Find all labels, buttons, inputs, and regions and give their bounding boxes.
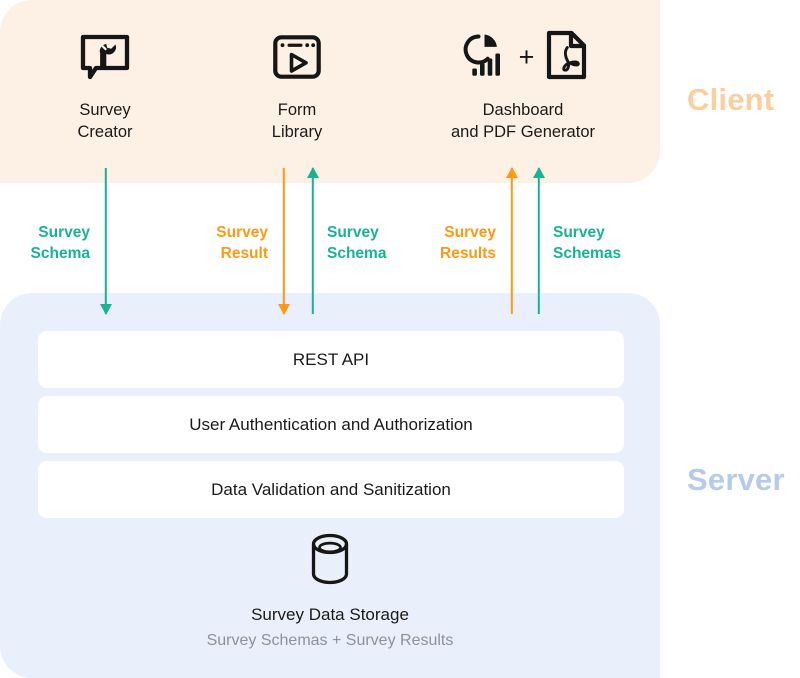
plus-connector: +: [518, 41, 535, 72]
server-card-label: Data Validation and Sanitization: [211, 479, 451, 499]
flow-label-survey-result-down: Survey Result: [216, 224, 268, 262]
client-node-label: Survey Creator: [77, 101, 133, 141]
flow-arrow-survey-schema-up: [307, 167, 319, 314]
storage-title: Survey Data Storage: [251, 605, 409, 624]
server-card-user-authentication[interactable]: User Authentication and Authorization: [38, 396, 624, 453]
flow-label-survey-schema-up: Survey Schema: [327, 224, 387, 262]
database-cylinder-icon: [304, 531, 356, 592]
client-zone-label: Client: [687, 82, 775, 117]
client-node-form-library[interactable]: Form Library: [237, 28, 357, 143]
pie-bar-chart-icon: [458, 30, 508, 85]
server-zone-label: Server: [687, 462, 785, 497]
server-card-data-validation[interactable]: Data Validation and Sanitization: [38, 461, 624, 518]
flow-arrow-survey-schema-down: [100, 168, 112, 315]
flow-arrow-survey-schemas-up: [533, 167, 545, 314]
client-node-survey-creator[interactable]: Survey Creator: [45, 28, 165, 143]
server-card-label: REST API: [292, 349, 370, 369]
survey-data-storage[interactable]: Survey Data Storage Survey Schemas + Sur…: [0, 531, 660, 650]
flow-arrow-survey-result-down: [278, 168, 290, 315]
flow-label-survey-results-up: Survey Results: [440, 224, 496, 262]
flow-label-survey-schema-down: Survey Schema: [30, 224, 90, 262]
speech-bubble-wrench-icon: [78, 28, 132, 86]
client-node-label: Form Library: [271, 101, 323, 141]
server-card-rest-api[interactable]: REST API: [38, 331, 624, 388]
flow-arrow-survey-results-up: [506, 167, 518, 314]
pdf-document-icon: [545, 29, 588, 86]
storage-subtitle: Survey Schemas + Survey Results: [206, 632, 454, 649]
flow-label-survey-schemas-up: Survey Schemas: [553, 224, 622, 262]
server-card-label: User Authentication and Authorization: [189, 414, 473, 434]
client-node-dashboard-pdf[interactable]: + Dashboard and PDF Generator: [423, 28, 623, 143]
client-node-label: Dashboard and PDF Generator: [451, 101, 595, 141]
browser-play-icon: [272, 28, 322, 86]
